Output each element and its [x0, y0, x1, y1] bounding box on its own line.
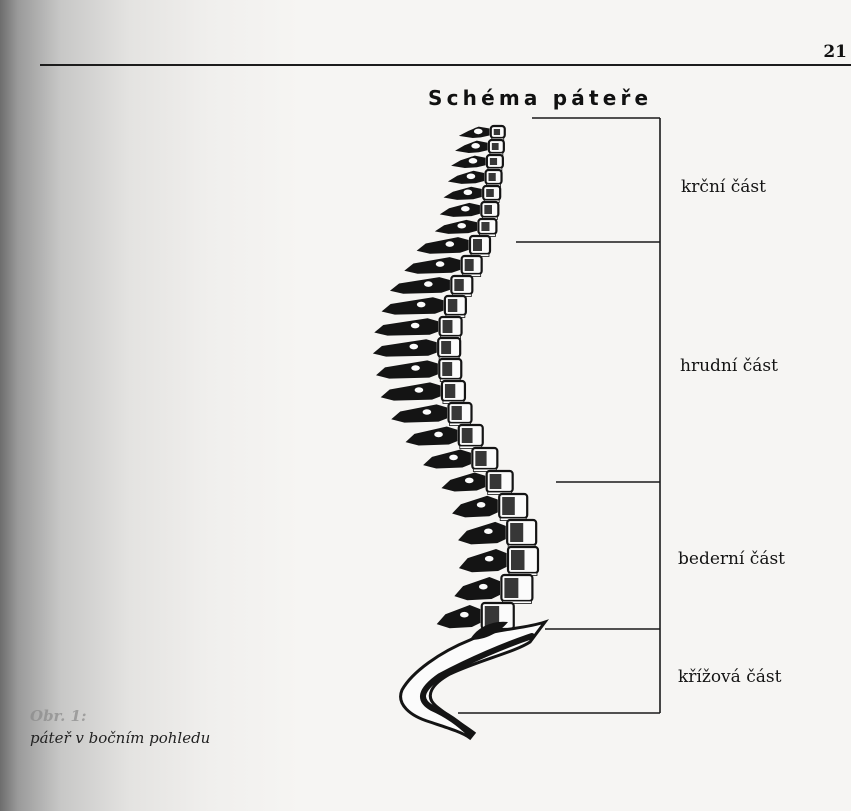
- spinous-process: [382, 383, 440, 400]
- spine-illustration: [374, 126, 545, 738]
- vertebra-shading: [484, 205, 492, 214]
- articular-process: [471, 142, 481, 149]
- spinous-process: [377, 361, 437, 378]
- vertebra-shading: [486, 189, 494, 197]
- spinous-process: [374, 340, 436, 356]
- vertebra-shading: [511, 550, 525, 570]
- label-lumbar: bederní část: [678, 549, 785, 569]
- spinous-process: [459, 523, 505, 544]
- vertebra-shading: [454, 279, 463, 291]
- articular-process: [468, 157, 478, 164]
- articular-process: [410, 322, 420, 329]
- spinous-process: [460, 550, 506, 572]
- vertebra-shading: [489, 173, 496, 181]
- articular-process: [464, 477, 474, 484]
- spinous-process: [424, 450, 470, 468]
- vertebra-shading: [502, 497, 515, 515]
- vertebra-shading: [490, 158, 497, 165]
- vertebra-shading: [492, 143, 499, 150]
- vertebra-shading: [441, 341, 451, 354]
- vertebra-shading: [481, 222, 489, 231]
- articular-process: [435, 261, 445, 268]
- spinous-process: [383, 298, 443, 314]
- articular-process: [463, 189, 473, 196]
- articular-process: [484, 555, 494, 562]
- spinous-process: [455, 578, 499, 600]
- articular-process: [478, 583, 488, 590]
- spinous-process: [376, 319, 438, 335]
- articular-process: [445, 241, 455, 248]
- vertebra-shading: [462, 428, 473, 443]
- label-sacral: křížová část: [678, 667, 781, 687]
- spinous-process: [407, 427, 457, 445]
- spinous-process: [443, 473, 485, 491]
- spinous-process: [406, 258, 460, 273]
- label-thoracic: hrudní část: [680, 356, 778, 376]
- figure-number: Obr. 1:: [30, 707, 87, 725]
- vertebra-shading: [465, 259, 474, 271]
- articular-process: [483, 528, 493, 535]
- vertebra-shading: [504, 578, 518, 598]
- vertebra-shading: [494, 129, 500, 135]
- spinous-process: [393, 405, 447, 422]
- vertebra-shading: [452, 406, 462, 420]
- articular-process: [409, 343, 419, 350]
- articular-process: [449, 454, 459, 461]
- spinous-process: [453, 496, 497, 516]
- articular-process: [457, 222, 467, 229]
- articular-process: [459, 611, 469, 618]
- articular-process: [414, 387, 424, 394]
- spinous-process: [418, 238, 468, 253]
- spinous-process: [391, 278, 449, 293]
- articular-process: [466, 173, 476, 180]
- articular-process: [416, 301, 426, 308]
- vertebra-shading: [442, 362, 452, 376]
- articular-process: [476, 501, 486, 508]
- vertebra-shading: [443, 320, 453, 333]
- vertebra-shading: [510, 523, 523, 542]
- vertebra-shading: [448, 299, 457, 312]
- vertebra-shading: [475, 451, 486, 466]
- spinous-process: [438, 606, 480, 628]
- vertebra-shading: [473, 239, 482, 251]
- articular-process: [460, 205, 470, 212]
- articular-process: [434, 431, 444, 438]
- figure-caption: páteř v bočním pohledu: [30, 729, 210, 747]
- articular-process: [473, 128, 483, 135]
- vertebra-shading: [490, 474, 502, 489]
- label-cervical: krční část: [681, 177, 766, 197]
- articular-process: [411, 365, 421, 372]
- vertebra-shading: [445, 384, 455, 398]
- articular-process: [423, 281, 433, 288]
- articular-process: [422, 409, 432, 416]
